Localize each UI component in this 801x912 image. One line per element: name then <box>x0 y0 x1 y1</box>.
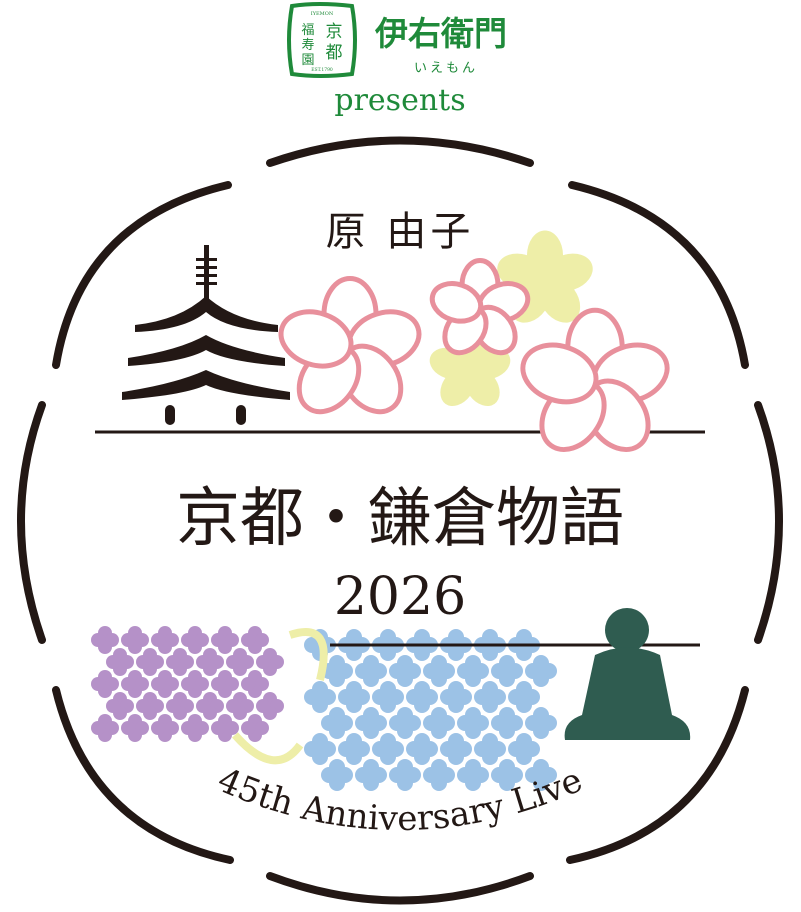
hydrangea-floret <box>241 670 269 698</box>
stream-decoration <box>232 628 328 765</box>
hydrangea-floret <box>121 626 149 654</box>
hydrangea-floret <box>457 707 489 739</box>
hydrangea-floret <box>508 681 540 713</box>
hydrangea-floret <box>491 759 523 791</box>
badge-char: 寿 <box>301 38 314 53</box>
sakura-flower <box>520 307 670 452</box>
hydrangea-floret <box>166 692 194 720</box>
badge-char: 京 <box>326 22 343 42</box>
hydrangea-floret <box>151 670 179 698</box>
hydrangea-floret <box>321 707 353 739</box>
sakura-flower <box>278 276 422 415</box>
hydrangea-floret <box>406 681 438 713</box>
hydrangea-floret <box>525 759 557 791</box>
hydrangea-floret <box>491 655 523 687</box>
badge-char: 園 <box>301 53 314 68</box>
hydrangea-floret <box>211 670 239 698</box>
hydrangea-floret <box>226 692 254 720</box>
hydrangea-floret <box>211 714 239 742</box>
hydrangea-floret <box>106 692 134 720</box>
badge-est-text: EST.1790 <box>311 67 333 73</box>
hydrangea-floret <box>241 714 269 742</box>
hydrangea-floret <box>457 655 489 687</box>
hydrangea-floret <box>91 714 119 742</box>
presents-text: presents <box>334 83 465 118</box>
hydrangea-floret <box>474 733 506 765</box>
hydrangea-floret <box>423 707 455 739</box>
hydrangea-floret <box>256 648 284 676</box>
hydrangea-floret <box>304 681 336 713</box>
hydrangea-floret <box>389 655 421 687</box>
hydrangea-floret <box>389 759 421 791</box>
hydrangea-floret <box>196 692 224 720</box>
hydrangea-floret <box>136 648 164 676</box>
hydrangea-floret <box>525 655 557 687</box>
badge-top-text: IYEMON <box>311 11 334 17</box>
brand-kana: いえもん <box>414 61 478 76</box>
badge-frame <box>287 2 357 78</box>
hydrangea-floret <box>372 733 404 765</box>
badge-char: 都 <box>326 43 343 63</box>
artist-name: 原 由子 <box>326 209 475 255</box>
hydrangea-floret <box>389 707 421 739</box>
hydrangea-floret <box>211 626 239 654</box>
buddha-icon <box>564 608 691 740</box>
flower-decoration <box>91 230 670 791</box>
hydrangea-floret <box>121 714 149 742</box>
hydrangea-floret <box>196 648 224 676</box>
hydrangea-floret <box>474 681 506 713</box>
hydrangea-floret <box>440 681 472 713</box>
hydrangea-floret <box>440 733 472 765</box>
sakura-flower <box>429 258 531 356</box>
hydrangea-floret <box>181 670 209 698</box>
hydrangea-floret <box>355 655 387 687</box>
event-year: 2026 <box>334 567 466 627</box>
sponsor-logo: IYEMON 福 寿 園 京 都 EST.1790 伊右衛門 いえもん pres… <box>287 2 507 118</box>
hydrangea-floret <box>491 707 523 739</box>
scalloped-frame <box>17 136 783 905</box>
hydrangea-floret <box>372 681 404 713</box>
hydrangea-floret <box>338 733 370 765</box>
hydrangea-floret <box>304 733 336 765</box>
yellow-flower <box>429 328 511 407</box>
hydrangea-floret <box>457 759 489 791</box>
hydrangea-floret <box>91 670 119 698</box>
hydrangea-floret <box>355 707 387 739</box>
hydrangea-floret <box>423 655 455 687</box>
hydrangea-floret <box>525 707 557 739</box>
brand-name: 伊右衛門 <box>374 14 507 53</box>
hydrangea-floret <box>151 626 179 654</box>
hydrangea-floret <box>136 692 164 720</box>
hydrangea-floret <box>121 670 149 698</box>
hydrangea-floret <box>106 648 134 676</box>
event-title: 京都・鎌倉物語 <box>176 482 624 556</box>
hydrangea-floret <box>338 681 370 713</box>
hydrangea-floret <box>355 759 387 791</box>
badge-char: 福 <box>301 23 314 38</box>
hydrangea-floret <box>508 733 540 765</box>
hydrangea-floret <box>423 759 455 791</box>
hydrangea-floret <box>256 692 284 720</box>
hydrangea-floret <box>406 733 438 765</box>
hydrangea-floret <box>508 629 540 661</box>
hydrangea-floret <box>406 629 438 661</box>
pagoda-icon <box>122 245 290 425</box>
hydrangea-floret <box>181 714 209 742</box>
hydrangea-floret <box>151 714 179 742</box>
hydrangea-floret <box>321 759 353 791</box>
hydrangea-floret <box>91 626 119 654</box>
hydrangea-floret <box>241 626 269 654</box>
hydrangea-floret <box>166 648 194 676</box>
hydrangea-floret <box>181 626 209 654</box>
hydrangea-floret <box>226 648 254 676</box>
